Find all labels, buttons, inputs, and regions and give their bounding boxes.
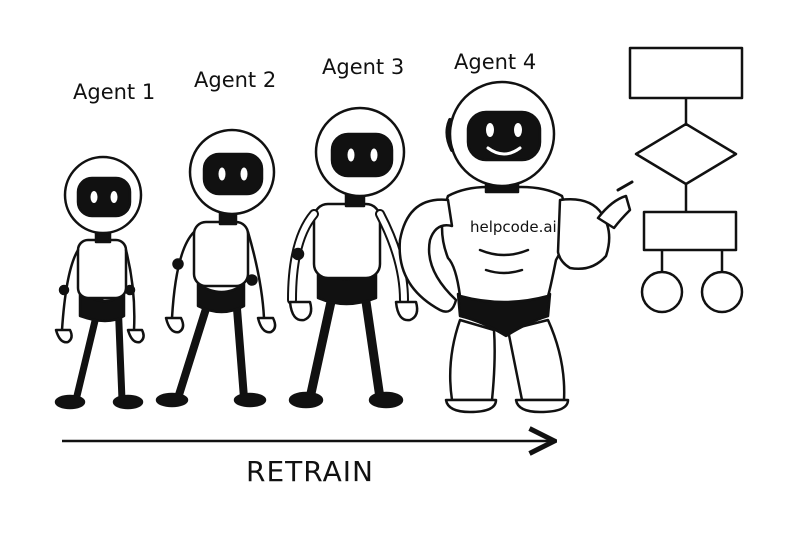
flowchart-terminal-left <box>640 270 684 314</box>
flowchart-terminal-right <box>700 270 744 314</box>
agent-1-label: Agent 1 <box>73 80 156 104</box>
agent-1-robot <box>54 155 145 410</box>
agent-3-robot <box>287 106 419 409</box>
flowchart-process-box-bottom <box>642 210 738 252</box>
flowchart-process-box-top <box>628 46 744 100</box>
flowchart-diagram <box>628 46 744 314</box>
agent-2-label: Agent 2 <box>194 68 277 92</box>
agent-4-label: Agent 4 <box>454 50 537 74</box>
agent-2-robot <box>155 128 277 408</box>
retrain-caption: RETRAIN <box>246 455 374 488</box>
brand-chest-text: helpcode.ai <box>470 218 557 236</box>
agent-3-label: Agent 3 <box>322 55 405 79</box>
agent-4-robot <box>398 80 634 414</box>
flowchart-decision-diamond <box>634 122 738 186</box>
